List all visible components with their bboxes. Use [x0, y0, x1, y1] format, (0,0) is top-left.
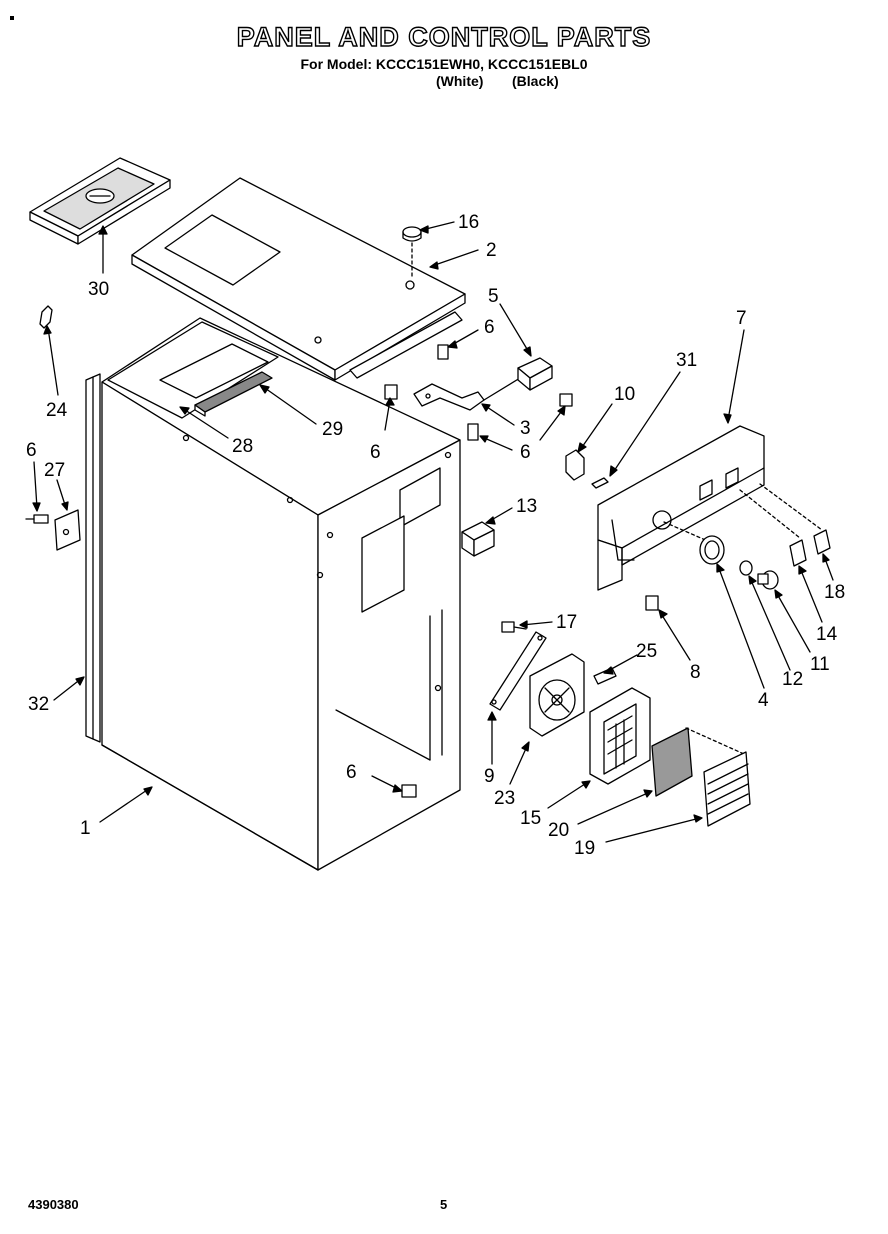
part-7-control-panel: [597, 425, 823, 591]
callout-8: 8: [690, 662, 701, 683]
part-32-gasket: [85, 373, 101, 743]
variant-black: (Black): [512, 73, 559, 89]
screw-17: [501, 621, 527, 633]
leader-lines: [32, 221, 834, 843]
variant-white: (White): [436, 73, 484, 89]
part-16-plug: [402, 226, 422, 279]
callout-10: 10: [614, 384, 635, 405]
callout-9: 9: [484, 766, 495, 787]
callout-29: 29: [322, 419, 343, 440]
model-line: For Model: KCCC151EWH0, KCCC151EBL0: [300, 56, 588, 72]
callout-31: 31: [676, 350, 697, 371]
screw-6b: [384, 384, 398, 400]
part-12-knob-base: [739, 560, 753, 576]
part-14-button: [789, 539, 807, 567]
screw-6a: [437, 344, 449, 360]
callout-12: 12: [782, 669, 803, 690]
part-1-cabinet: [101, 317, 461, 871]
callout-6b: 6: [370, 442, 381, 463]
callout-6c: 6: [520, 442, 531, 463]
screw-8: [645, 595, 659, 611]
part-10-connector: [565, 449, 585, 481]
callout-5: 5: [488, 286, 499, 307]
screw-6c: [467, 423, 479, 441]
callout-6e: 6: [346, 762, 357, 783]
callout-30: 30: [88, 279, 109, 300]
part-20-filter: [651, 727, 745, 797]
part-29-strip: [194, 371, 273, 417]
callout-27: 27: [44, 460, 65, 481]
part-5-switch: [517, 357, 553, 391]
callout-4: 4: [758, 690, 769, 711]
part-2-top-panel: [131, 177, 466, 381]
part-13-switch: [461, 521, 495, 557]
callout-6d: 6: [26, 440, 37, 461]
callout-1: 1: [80, 818, 91, 839]
callout-6a: 6: [484, 317, 495, 338]
callout-25: 25: [636, 641, 657, 662]
part-23-fan: [529, 653, 585, 737]
part-18-button: [813, 529, 831, 555]
page-title: PANEL AND CONTROL PARTS: [236, 21, 652, 52]
part-25-clip: [593, 667, 617, 685]
callout-17: 17: [556, 612, 577, 633]
screw-6e: [401, 784, 417, 798]
screw-27: [25, 514, 49, 524]
part-27-bracket: [54, 509, 81, 551]
part-3-bracket: [413, 377, 521, 411]
part-11-knob: [757, 570, 779, 590]
part-30-cover-insert: [29, 157, 171, 245]
screw-6d: [559, 393, 573, 407]
callout-18: 18: [824, 582, 845, 603]
callout-11: 11: [810, 654, 830, 675]
callout-3: 3: [520, 418, 531, 439]
corner-mark: [10, 16, 14, 20]
callout-24: 24: [46, 400, 68, 421]
part-19-grille: [703, 751, 751, 827]
document-number: 4390380: [28, 1197, 79, 1212]
part-9-bracket: [489, 631, 547, 711]
callout-13: 13: [516, 496, 537, 517]
callout-14: 14: [816, 624, 838, 645]
callout-2: 2: [486, 240, 497, 261]
part-15-housing: [589, 687, 651, 785]
callout-labels: 16 2 30 5 6 7 31 10 24 29 3 28 6 6 6 27 …: [26, 212, 845, 859]
callout-20: 20: [548, 820, 569, 841]
part-31-clip: [591, 477, 609, 489]
callout-7: 7: [736, 308, 747, 329]
page-number: 5: [440, 1197, 448, 1212]
callout-28: 28: [232, 436, 253, 457]
part-4-ring: [699, 535, 725, 565]
callout-15: 15: [520, 808, 541, 829]
callout-16: 16: [458, 212, 479, 233]
callout-19: 19: [574, 838, 595, 859]
part-24-clip: [39, 305, 53, 329]
callout-23: 23: [494, 788, 515, 809]
callout-32: 32: [28, 694, 49, 715]
